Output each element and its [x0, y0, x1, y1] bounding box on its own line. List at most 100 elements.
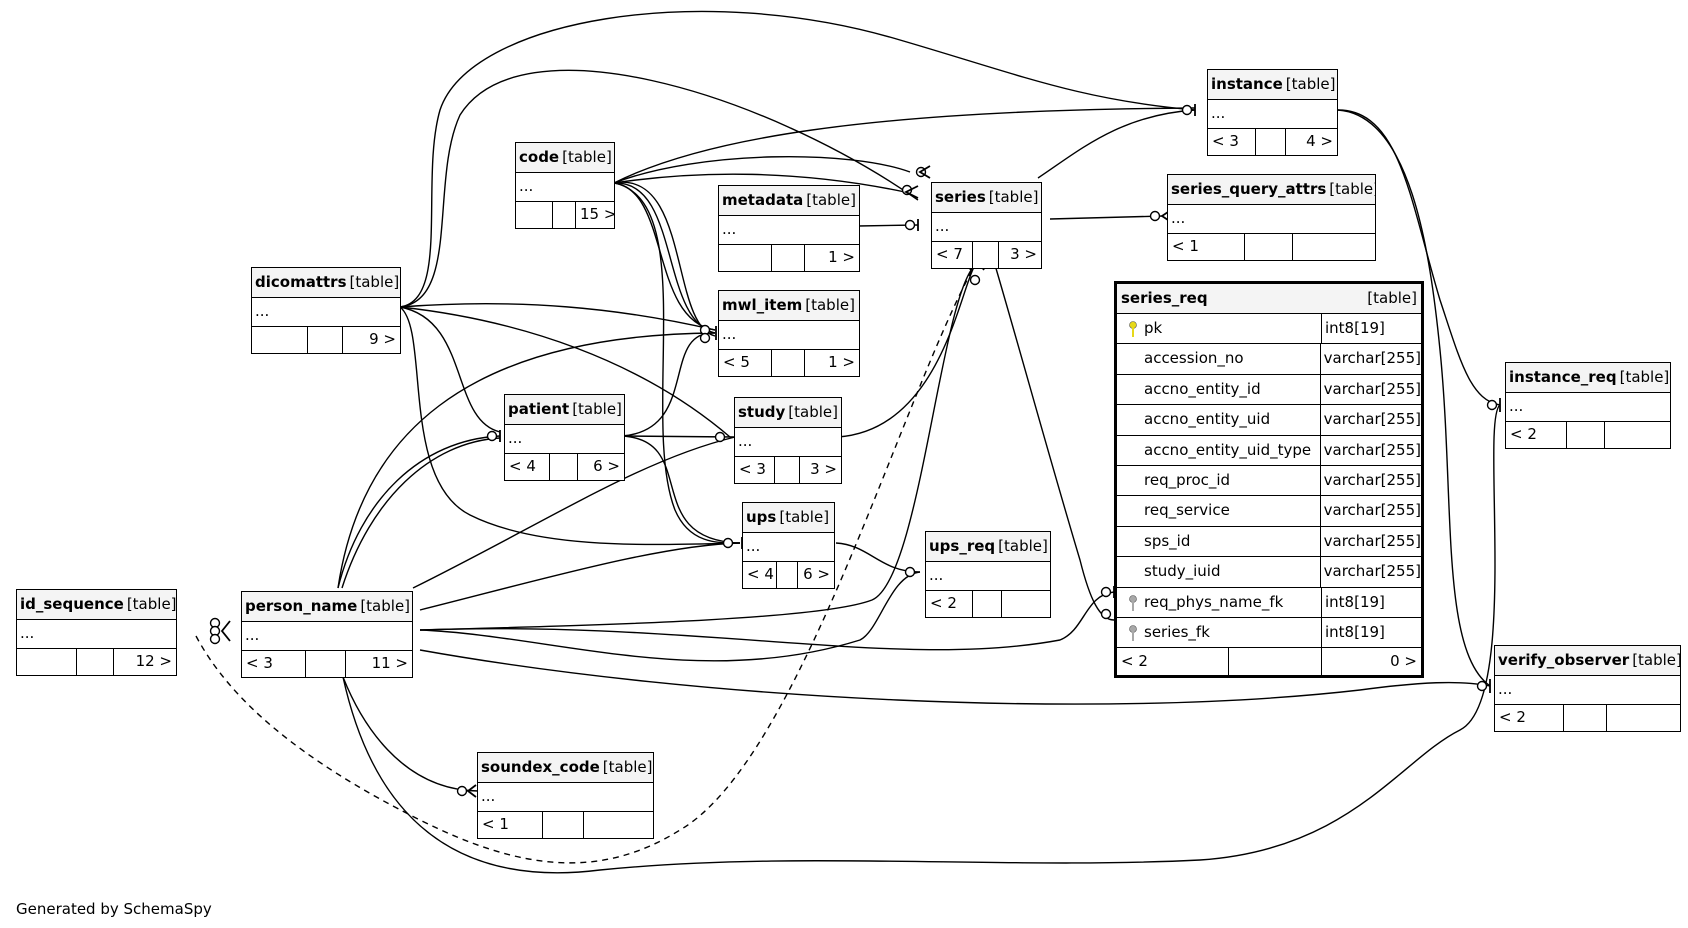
table-columns-ellipsis: ... — [1506, 393, 1670, 422]
table-type: [table] — [1285, 75, 1336, 93]
footer-mid — [308, 327, 343, 353]
table-type: [table] — [788, 403, 838, 421]
table-footer: < 3 11 > — [242, 651, 412, 677]
table-header: mwl_item[table] — [719, 291, 859, 321]
footer-mid — [306, 651, 346, 677]
table-type: [table] — [126, 595, 176, 613]
table-header: series_query_attrs[table] — [1168, 175, 1375, 205]
table-type: [table] — [779, 508, 830, 526]
footer-mid — [550, 454, 578, 480]
column-name-text: study_iuid — [1144, 562, 1221, 581]
footer-parents — [17, 649, 77, 675]
series-req-title: series_req — [1121, 289, 1208, 307]
table-footer: < 2 — [1506, 422, 1670, 448]
column-type: varchar[255] — [1323, 410, 1421, 429]
footer-parents: < 7 — [932, 242, 973, 268]
table-columns-ellipsis: ... — [719, 321, 859, 350]
table-verify-observer[interactable]: verify_observer[table]...< 2 — [1494, 645, 1681, 732]
table-dicomattrs[interactable]: dicomattrs[table]...9 > — [251, 267, 401, 354]
column-name: series_fk — [1117, 617, 1322, 648]
column-name: accno_entity_id — [1117, 374, 1321, 405]
table-name: verify_observer — [1498, 651, 1630, 669]
footer-parents: < 3 — [1208, 129, 1256, 155]
table-name: patient — [508, 400, 570, 418]
column-type: varchar[255] — [1323, 470, 1421, 489]
table-name: metadata — [722, 191, 804, 209]
table-columns-ellipsis: ... — [478, 783, 653, 812]
column-type: int8[19] — [1325, 622, 1385, 641]
series-req-footer-children: 0 > — [1390, 652, 1417, 671]
column-name: req_service — [1117, 496, 1321, 526]
table-type: [table] — [805, 296, 855, 314]
column-name: accession_no — [1117, 344, 1321, 374]
table-columns-ellipsis: ... — [932, 213, 1041, 242]
table-type: [table] — [806, 191, 856, 209]
column-name-text: accno_entity_id — [1144, 379, 1261, 398]
table-name: study — [738, 403, 786, 421]
footer-children — [1607, 705, 1680, 731]
column-name-text: req_service — [1144, 501, 1230, 520]
footer-mid — [772, 350, 805, 376]
footer-parents: < 2 — [1495, 705, 1564, 731]
footer-parents: < 1 — [478, 812, 543, 838]
table-columns-ellipsis: ... — [926, 562, 1050, 591]
table-columns-ellipsis: ... — [1208, 100, 1337, 129]
table-type: [table] — [562, 148, 612, 166]
table-footer: 12 > — [17, 649, 176, 675]
table-columns-ellipsis: ... — [252, 298, 400, 327]
table-name: series_query_attrs — [1171, 180, 1327, 198]
series-req-type: [table] — [1367, 289, 1417, 307]
table-name: instance_req — [1509, 368, 1617, 386]
table-footer: 1 > — [719, 245, 859, 271]
table-series-query-attrs[interactable]: series_query_attrs[table]...< 1 — [1167, 174, 1376, 261]
table-ups-req[interactable]: ups_req[table]...< 2 — [925, 531, 1051, 618]
table-header: dicomattrs[table] — [252, 268, 400, 298]
footer-children: 4 > — [1306, 132, 1333, 150]
footer-children: 15 > — [580, 205, 614, 223]
table-soundex-code[interactable]: soundex_code[table]...< 1 — [477, 752, 654, 839]
footer-parents: < 3 — [242, 651, 306, 677]
footer-parents: < 4 — [743, 562, 777, 588]
table-metadata[interactable]: metadata[table]...1 > — [718, 185, 860, 272]
table-name: person_name — [245, 597, 358, 615]
column-name-text: pk — [1144, 319, 1163, 337]
table-header: patient[table] — [505, 395, 624, 425]
table-name: series — [935, 188, 986, 206]
column-type: varchar[255] — [1323, 349, 1421, 368]
footer-children: 1 > — [828, 248, 855, 266]
column-name-text: accno_entity_uid — [1144, 410, 1271, 429]
table-code[interactable]: code[table]...15 > — [515, 142, 615, 229]
footer-mid — [553, 202, 576, 228]
column-row: accno_entity_uid varchar[255] — [1117, 405, 1421, 436]
table-instance-req[interactable]: instance_req[table]...< 2 — [1505, 362, 1671, 449]
table-type: [table] — [1619, 368, 1670, 386]
table-columns-ellipsis: ... — [735, 428, 841, 457]
footer-parents: < 2 — [926, 591, 973, 617]
table-id-sequence[interactable]: id_sequence[table]...12 > — [16, 589, 177, 676]
footer-children: 11 > — [371, 654, 408, 672]
table-type: [table] — [360, 597, 411, 615]
footer-children — [584, 812, 653, 838]
table-type: [table] — [988, 188, 1039, 206]
column-type: int8[19] — [1325, 592, 1385, 611]
column-name: accno_entity_uid — [1117, 405, 1321, 435]
